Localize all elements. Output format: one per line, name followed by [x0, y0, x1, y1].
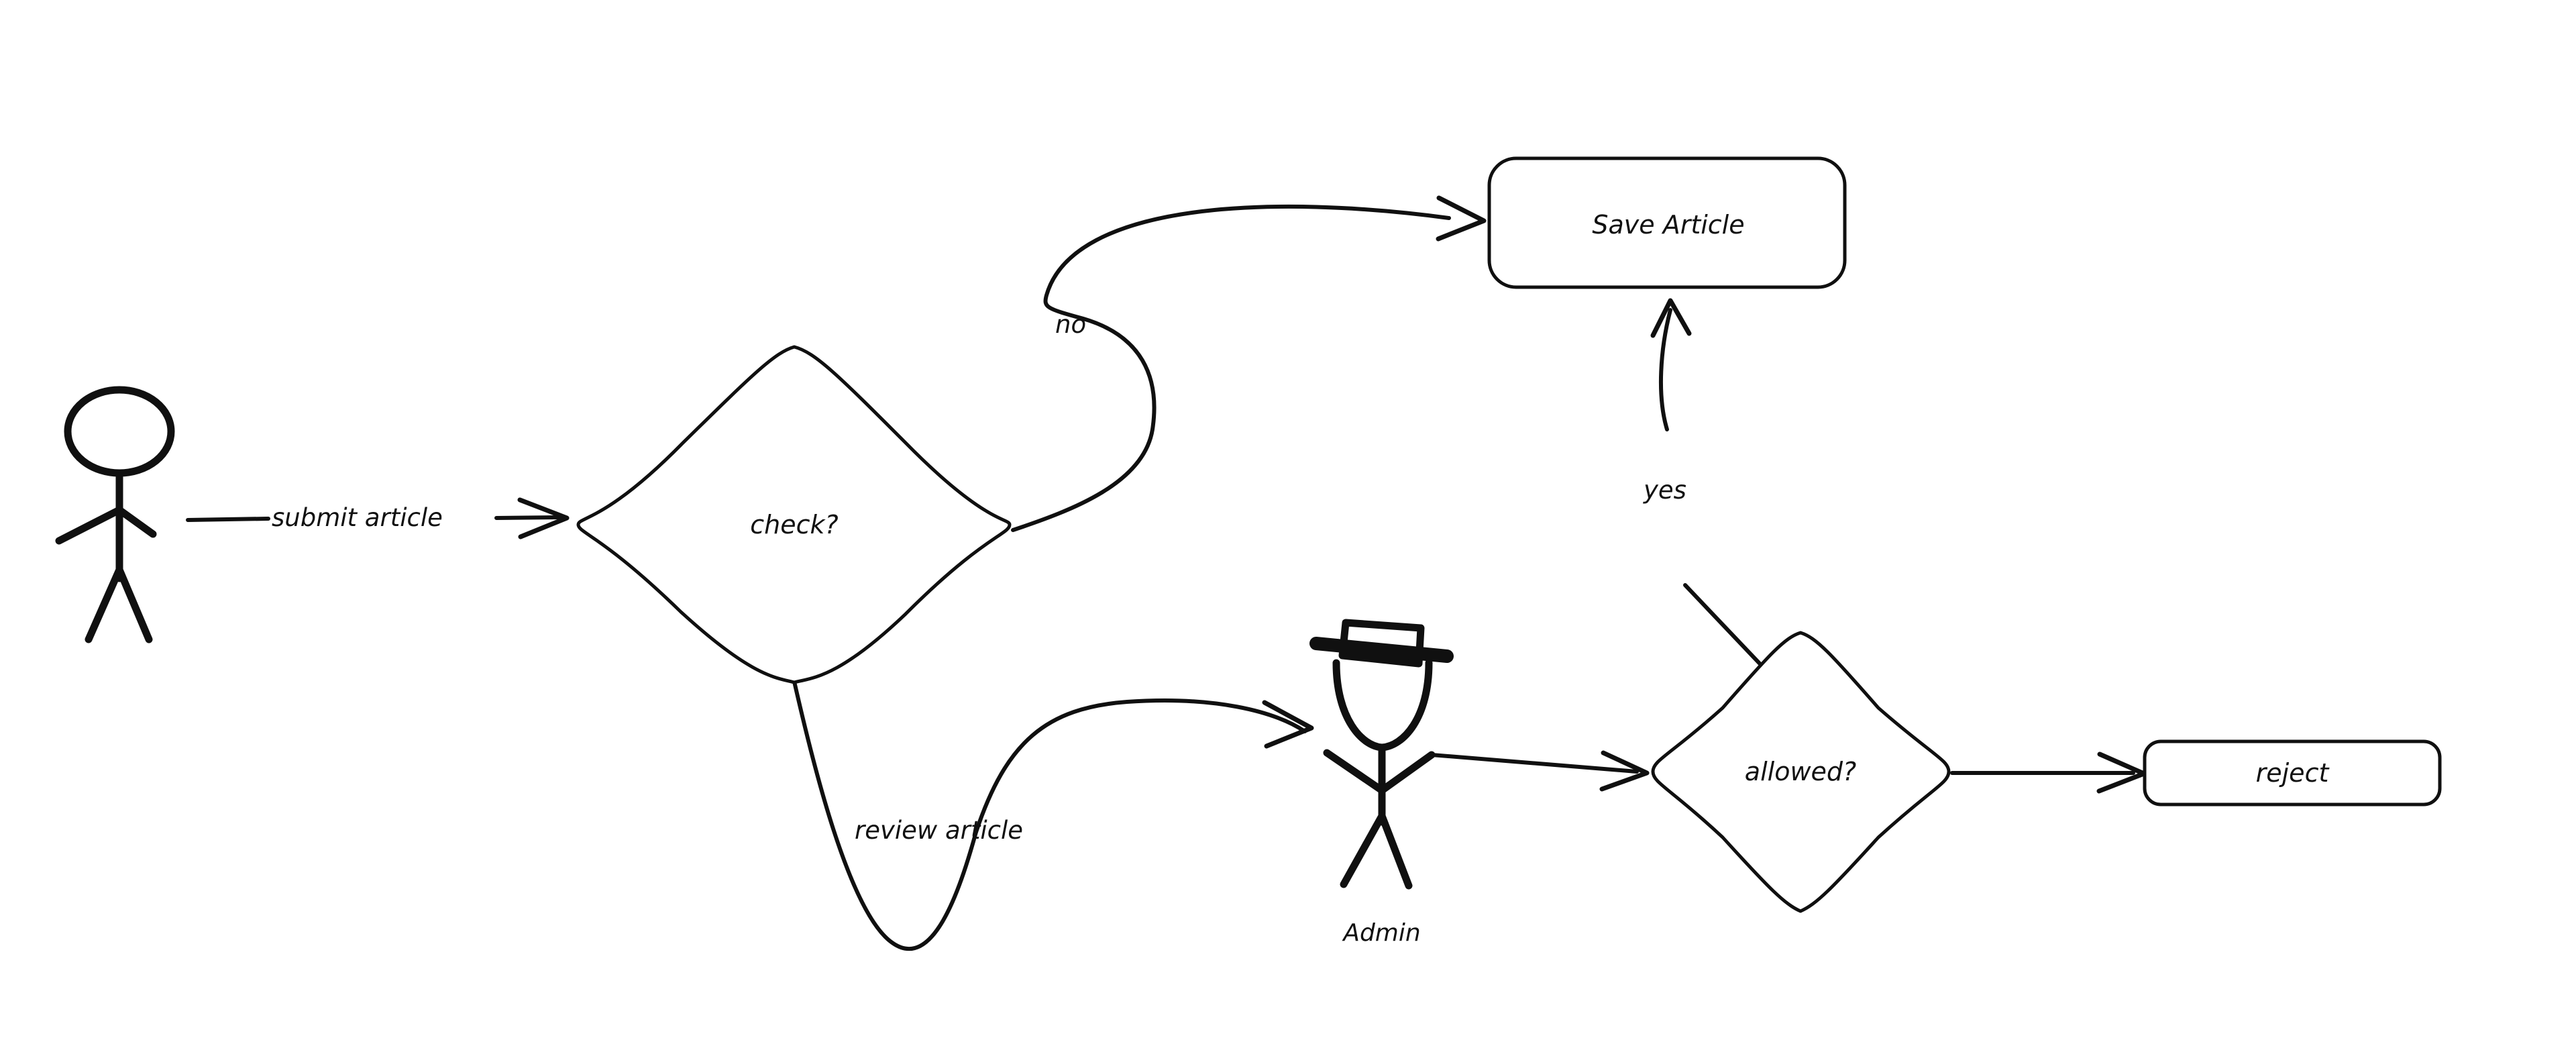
- admin-right-leg-line: [1378, 812, 1413, 890]
- arrow-head-icon: [517, 497, 570, 539]
- edge-admin-to-allowed: [1430, 750, 1650, 792]
- reject-shape: [2143, 739, 2442, 807]
- edge-yes-branch: yes: [1643, 298, 1803, 709]
- reject-node[interactable]: reject: [2143, 739, 2442, 807]
- edge-review-article-line-right: [974, 698, 1307, 834]
- edge-admin-to-allowed-line: [1430, 753, 1639, 774]
- edge-submit-article: submit article: [186, 497, 570, 539]
- user-actor[interactable]: [55, 386, 175, 643]
- save-article-label: Save Article: [1592, 210, 1744, 240]
- edge-submit-article-line-right: [494, 515, 562, 520]
- arrow-head-icon: [1650, 298, 1692, 338]
- admin-left-arm-line: [1323, 749, 1386, 794]
- allowed-decision-label: allowed?: [1745, 757, 1856, 786]
- allowed-decision-shape: [1651, 631, 1951, 913]
- check-decision-node[interactable]: check?: [576, 345, 1012, 684]
- admin-actor[interactable]: Admin: [1309, 619, 1454, 947]
- admin-right-arm-line: [1378, 751, 1436, 794]
- admin-left-leg-line: [1340, 812, 1386, 888]
- edge-submit-article-label: submit article: [272, 503, 443, 532]
- edge-submit-article-line-left: [186, 517, 270, 522]
- admin-hat-brim-icon: [1309, 637, 1454, 663]
- edge-yes-branch-label: yes: [1643, 476, 1686, 505]
- edge-review-article: review article: [792, 680, 1314, 951]
- admin-head-icon: [1332, 659, 1433, 751]
- user-right-leg-line: [115, 566, 153, 643]
- arrow-head-icon: [1262, 700, 1314, 749]
- user-right-arm-line: [115, 506, 157, 538]
- edge-yes-branch-line-upper: [1658, 308, 1672, 431]
- edge-review-article-line-left: [792, 680, 978, 951]
- save-article-shape: [1487, 156, 1847, 289]
- check-decision-label: check?: [750, 510, 838, 539]
- edge-no-branch: no: [1011, 195, 1487, 532]
- arrow-head-icon: [1599, 750, 1650, 792]
- arrow-head-icon: [1436, 195, 1487, 242]
- reject-label: reject: [2256, 758, 2330, 788]
- user-head-icon: [64, 386, 175, 477]
- check-decision-shape: [576, 345, 1012, 684]
- user-left-arm-line: [55, 506, 123, 545]
- user-left-leg-line: [85, 566, 123, 643]
- edge-no-branch-label: no: [1055, 310, 1086, 339]
- allowed-decision-node[interactable]: allowed?: [1651, 631, 1951, 913]
- save-article-node[interactable]: Save Article: [1487, 156, 1847, 289]
- edge-no-branch-line: [1011, 204, 1451, 532]
- edge-allowed-to-reject: [1950, 751, 2147, 794]
- edge-review-article-label: review article: [855, 816, 1023, 845]
- admin-actor-label: Admin: [1342, 919, 1420, 947]
